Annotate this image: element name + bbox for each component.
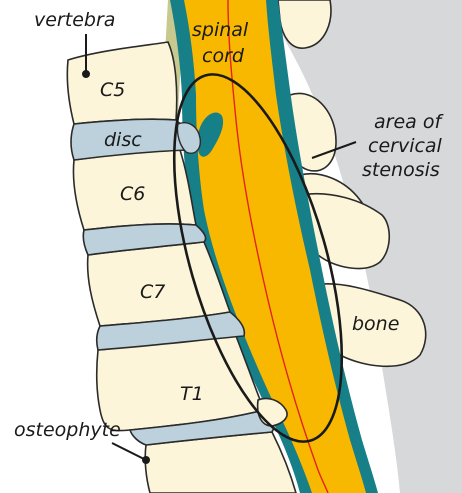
label-c6: C6 bbox=[120, 183, 145, 205]
label-c5: C5 bbox=[100, 79, 125, 101]
osteophyte-leader bbox=[112, 443, 146, 460]
vertebra-leader-dot bbox=[83, 71, 89, 77]
label-osteophyte: osteophyte bbox=[14, 419, 121, 441]
label-t1: T1 bbox=[180, 383, 204, 405]
label-vertebra: vertebra bbox=[34, 9, 115, 31]
label-stenosis: stenosis bbox=[362, 159, 440, 181]
label-cord: cord bbox=[202, 45, 245, 67]
label-disc: disc bbox=[104, 129, 142, 151]
osteophyte-leader-dot bbox=[143, 457, 149, 463]
label-cervical: cervical bbox=[368, 135, 443, 157]
label-c7: C7 bbox=[140, 281, 165, 303]
label-bone: bone bbox=[352, 313, 399, 335]
label-spinal: spinal bbox=[192, 19, 249, 41]
label-area-of: area of bbox=[374, 111, 444, 133]
